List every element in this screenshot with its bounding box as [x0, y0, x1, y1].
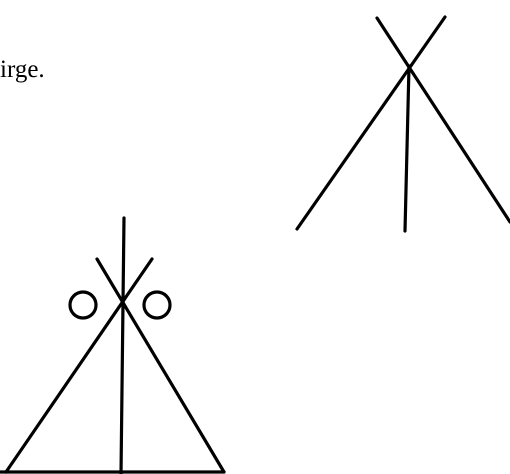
tripod-left-pole — [377, 18, 510, 222]
tipi-center-pole — [121, 218, 124, 474]
tipi-left-pole — [6, 259, 152, 472]
tripod-figure — [297, 17, 510, 231]
tipi-figure — [0, 218, 224, 474]
tipi-right-circle-icon — [144, 292, 170, 318]
tripod-right-pole — [297, 17, 445, 229]
tipi-left-circle-icon — [70, 292, 96, 318]
tripod-center-pole — [405, 66, 409, 231]
